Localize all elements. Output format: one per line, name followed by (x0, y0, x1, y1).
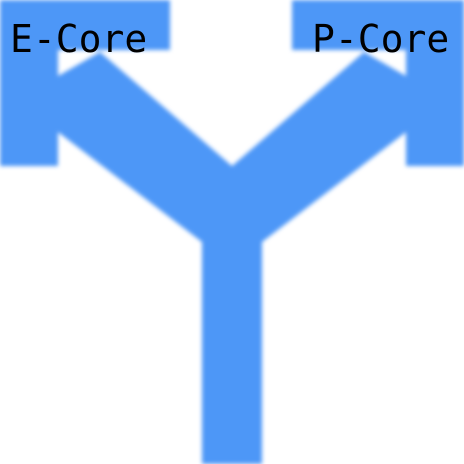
p-core-label: P-Core (312, 17, 450, 61)
left-arm (16, 52, 262, 262)
left-arrowhead (0, 0, 170, 166)
stem (202, 200, 262, 464)
e-core-label: E-Core (10, 17, 148, 61)
right-arm (202, 52, 448, 262)
right-arrowhead (292, 0, 464, 166)
